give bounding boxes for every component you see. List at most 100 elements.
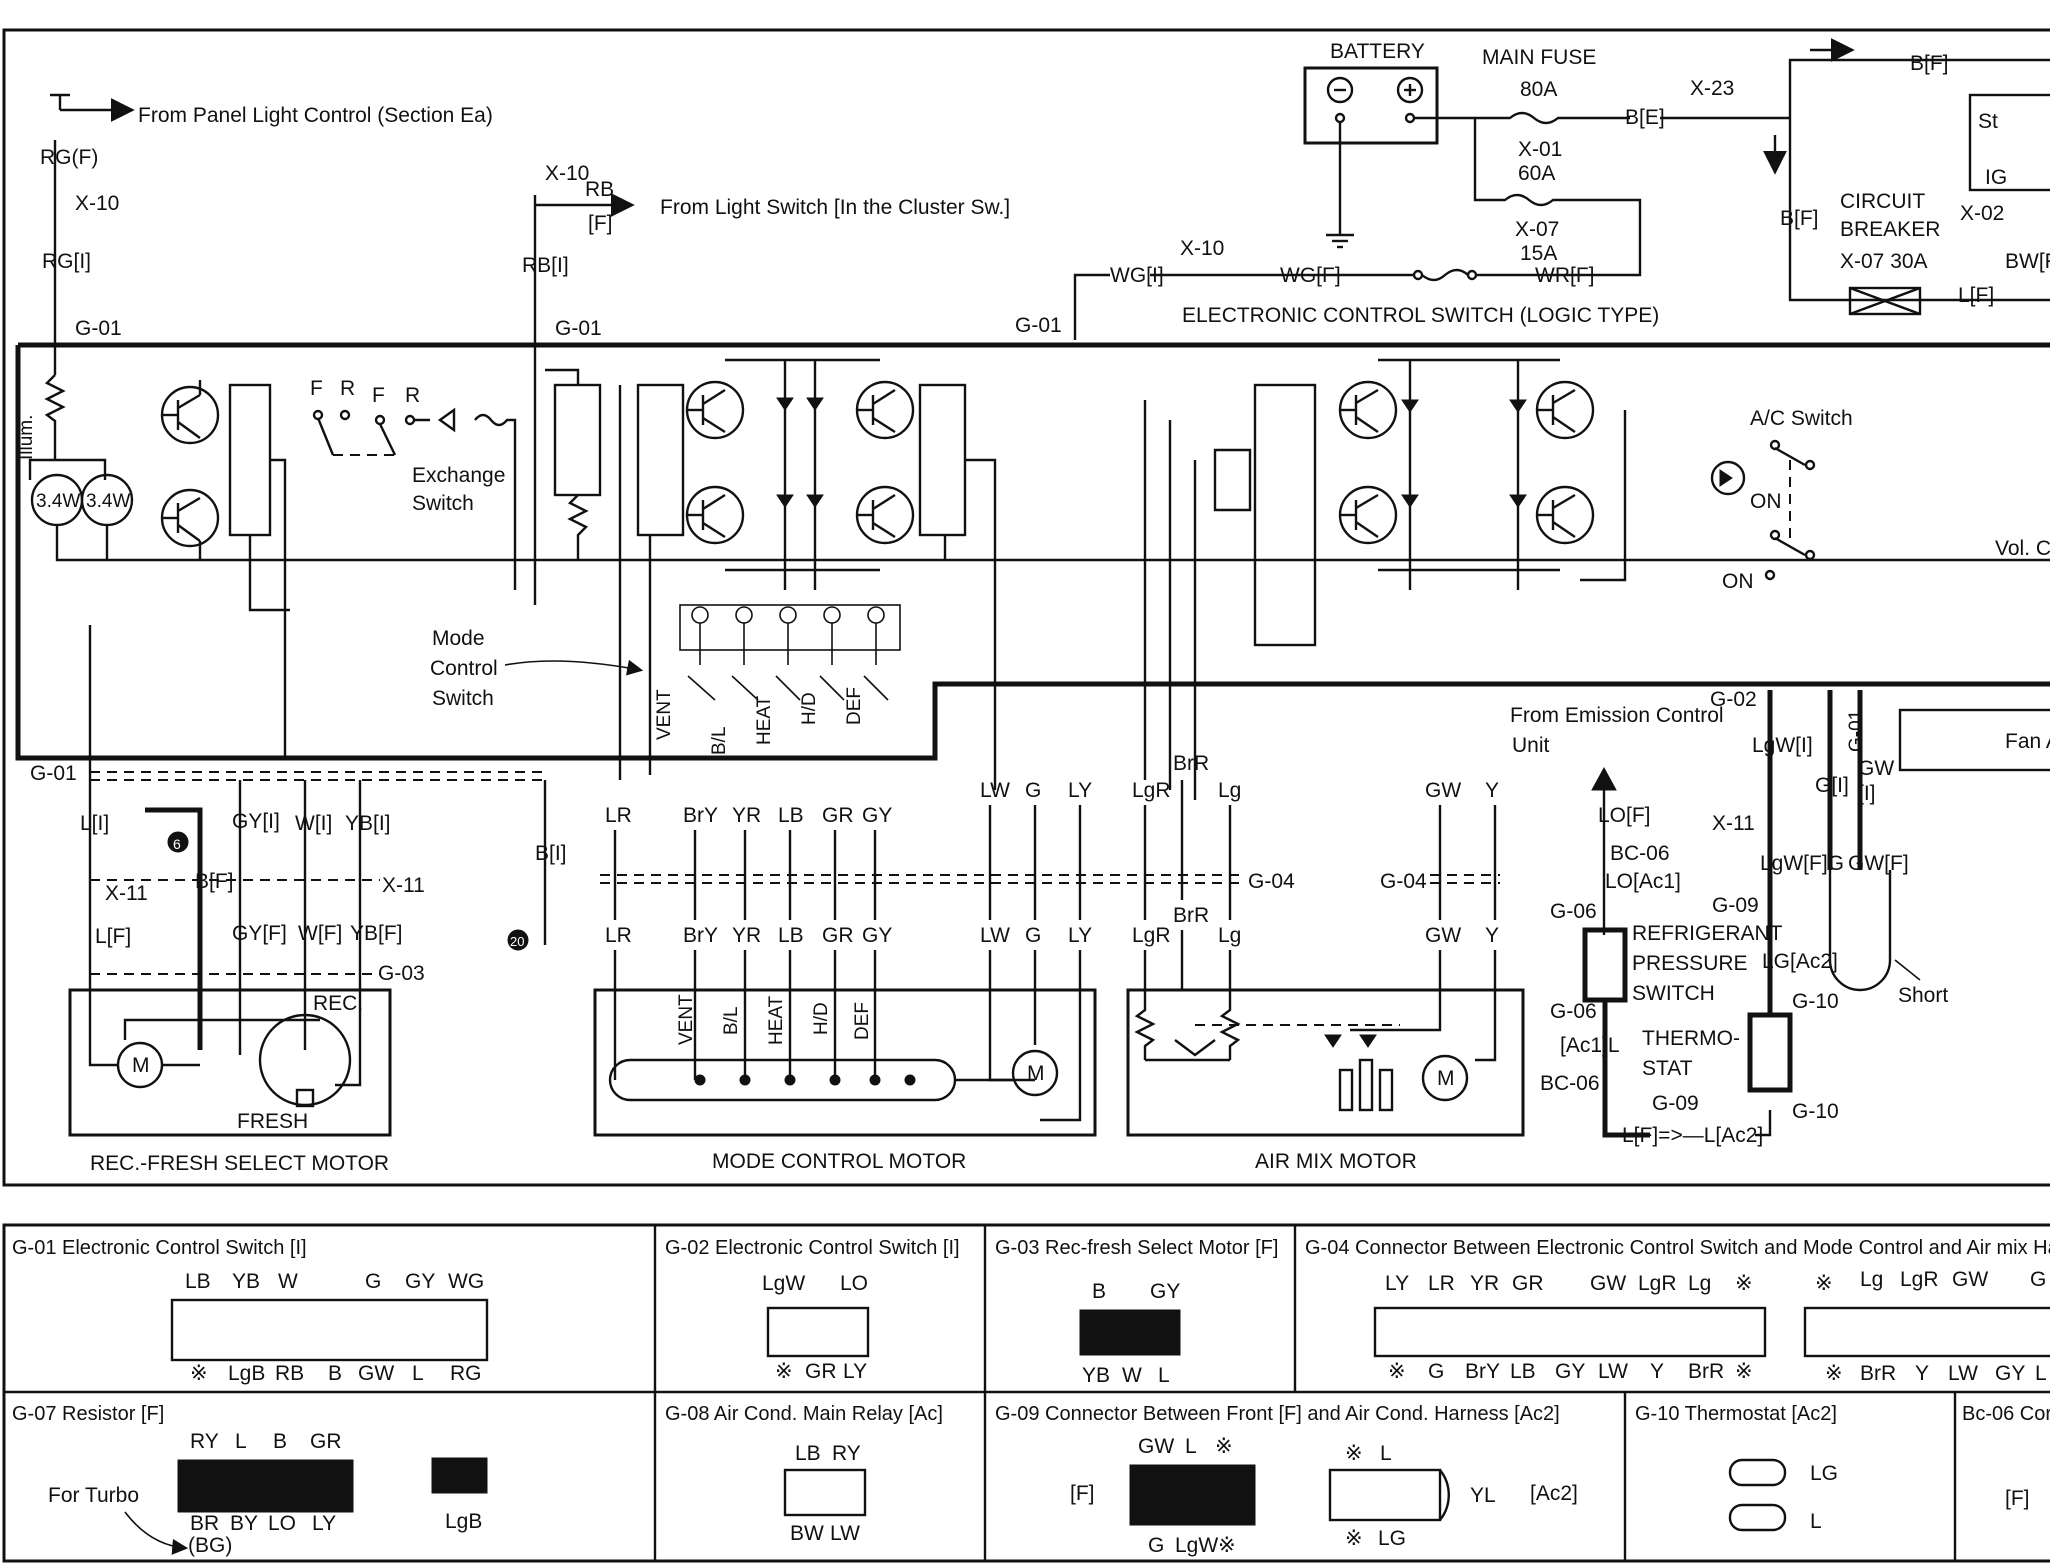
mid-bot-2: LY <box>1068 924 1092 947</box>
lgw-i-label: LgW[I] <box>1752 734 1813 757</box>
airmix-logic-block <box>1143 358 1627 800</box>
illumination-group: From Panel Light Control (Section Ea) RG… <box>16 93 2050 562</box>
ig-label: IG <box>1985 166 2007 189</box>
x10-left-label: X-10 <box>75 192 119 215</box>
illum-label: Illum. <box>16 415 37 460</box>
stat-label: STAT <box>1642 1057 1693 1080</box>
g04-tr-1: Lg <box>1860 1268 1883 1291</box>
g08-bot-0: BW <box>790 1522 824 1545</box>
g04-bl-8: ※ <box>1735 1360 1753 1383</box>
g04a-label: G-04 <box>1248 870 1295 893</box>
thermo-label: THERMO- <box>1642 1027 1740 1050</box>
g07-for-turbo: For Turbo <box>48 1484 139 1507</box>
control-label: Control <box>430 657 498 680</box>
g01-top-4: GY <box>405 1270 435 1293</box>
mix-top-2: Lg <box>1218 779 1241 802</box>
mode-label: Mode <box>432 627 485 650</box>
g04-bl-7: BrR <box>1688 1360 1724 1383</box>
g04-bottom-left-labels: ※ G BrY LB GY LW Y BrR ※ <box>1388 1360 1753 1383</box>
gw-f-label: GW[F] <box>1848 852 1909 875</box>
g09b-label: G-09 <box>1712 894 1759 917</box>
g09-rb-0: ※ <box>1345 1527 1363 1550</box>
g09-rt-1: L <box>1380 1442 1392 1465</box>
g09-bl-0: G <box>1148 1534 1164 1557</box>
g09-title: G-09 Connector Between Front [F] and Air… <box>995 1403 1560 1425</box>
rp-switch-label: SWITCH <box>1632 982 1715 1005</box>
bc06-label: BC-06 <box>1610 842 1670 865</box>
yb-i-label: YB[I] <box>345 812 391 835</box>
r2-label: R <box>405 384 420 407</box>
ground-6: 6 <box>173 836 181 852</box>
g01-top-1: YB <box>232 1270 260 1293</box>
g07-top-2: B <box>273 1430 287 1453</box>
ac-on-1: ON <box>1750 490 1782 513</box>
g04-br-3: LW <box>1948 1362 1978 1385</box>
g01-bot-6: RG <box>450 1362 482 1385</box>
g01-bot-3: B <box>328 1362 342 1385</box>
breaker-label: BREAKER <box>1840 218 1940 241</box>
g01-title: G-01 Electronic Control Switch [I] <box>12 1237 307 1259</box>
rg-i-label: RG[I] <box>42 250 91 273</box>
g10-label: G-10 <box>1792 1100 1839 1123</box>
g04-tr-3: GW <box>1952 1268 1988 1291</box>
power-section: BATTERY MAIN FUSE 80A X-01 60A B[E] X-23… <box>1015 38 2050 340</box>
g02-top-1: LO <box>840 1272 868 1295</box>
g02-bot-1: GR <box>805 1360 837 1383</box>
f1-label: F <box>310 377 323 400</box>
fuse-15a: 15A <box>1520 242 1557 265</box>
air-mix-motor: M AIR MIX MOTOR <box>1126 988 1525 1173</box>
ac-switch: A/C Switch ON ON Vol. C Fan A <box>1710 407 2050 772</box>
refrigerant-label: REFRIGERANT <box>1632 922 1783 945</box>
g01b-label: G-01 <box>555 317 602 340</box>
rg-f-label: RG(F) <box>40 146 98 169</box>
b-i-label: B[I] <box>535 842 567 865</box>
g03-title: G-03 Rec-fresh Select Motor [F] <box>995 1237 1278 1259</box>
gy-f-label: GY[F] <box>232 922 287 945</box>
battery-label: BATTERY <box>1330 40 1425 63</box>
mw-top-3: LB <box>778 804 804 827</box>
mix-top-1: BrR <box>1173 752 1209 775</box>
yb-f-label: YB[F] <box>350 922 403 945</box>
g01-bot-5: L <box>412 1362 424 1385</box>
g06b-label: G-06 <box>1550 1000 1597 1023</box>
g03-label: G-03 <box>378 962 425 985</box>
ac-circuit-right: From Emission Control Unit G-02 LgW[I] G… <box>1510 688 1948 1147</box>
g03-bot-1: W <box>1122 1364 1142 1387</box>
mode-key-2: HEAT <box>754 695 775 745</box>
g03-bot-2: L <box>1158 1364 1170 1387</box>
x07-30a-label: X-07 30A <box>1840 250 1928 273</box>
g01-top-3: G <box>365 1270 381 1293</box>
gwy-top-0: GW <box>1425 779 1461 802</box>
exchange-switch: F R F R Exchange Switch Mode Control Swi… <box>310 377 644 710</box>
lg-ac2-label: LG[Ac2] <box>1762 950 1838 973</box>
mode-switch-leds: VENT B/L HEAT H/D DEF <box>654 604 901 755</box>
g07-title: G-07 Resistor [F] <box>12 1403 164 1425</box>
mm-key-4: DEF <box>852 1002 873 1040</box>
mode-key-3: H/D <box>799 692 820 725</box>
mw-bot-4: GR <box>822 924 854 947</box>
g02-top-0: LgW <box>762 1272 805 1295</box>
bw-f-label: BW[F <box>2005 250 2050 273</box>
rec-fresh-motor: M REC. FRESH REC.-FRESH SELECT MOTOR <box>68 960 392 1175</box>
ecs-outline <box>15 342 2050 761</box>
l-f-wire-label: L[F] <box>95 925 131 948</box>
x02-label: X-02 <box>1960 202 2004 225</box>
g04-bottom-right-labels: ※ BrR Y LW GY L <box>1825 1362 2047 1385</box>
mw-bot-5: GY <box>862 924 892 947</box>
g04-top-left-labels: LY LR YR GR GW LgR Lg ※ <box>1385 1272 1753 1295</box>
x11-ac-label: X-11 <box>1712 812 1755 835</box>
g01-bot-2: RB <box>275 1362 304 1385</box>
transistor-block-left <box>88 380 290 960</box>
bf-top-label: B[F] <box>1910 52 1949 75</box>
wr-f-label: WR[F] <box>1535 264 1594 287</box>
mode-key-0: VENT <box>654 689 675 740</box>
wg-i-label: WG[I] <box>1110 264 1164 287</box>
mw-bot-1: BrY <box>683 924 718 947</box>
from-emission-label: From Emission Control <box>1510 704 1724 727</box>
g10-l: L <box>1810 1510 1822 1533</box>
rb-i-label: RB[I] <box>522 254 569 277</box>
x07-label: X-07 <box>1515 218 1559 241</box>
switch-label: Switch <box>412 492 474 515</box>
lf-lac2-label: L[F]=>—L[Ac2] <box>1622 1124 1763 1147</box>
g08-top-1: RY <box>832 1442 861 1465</box>
